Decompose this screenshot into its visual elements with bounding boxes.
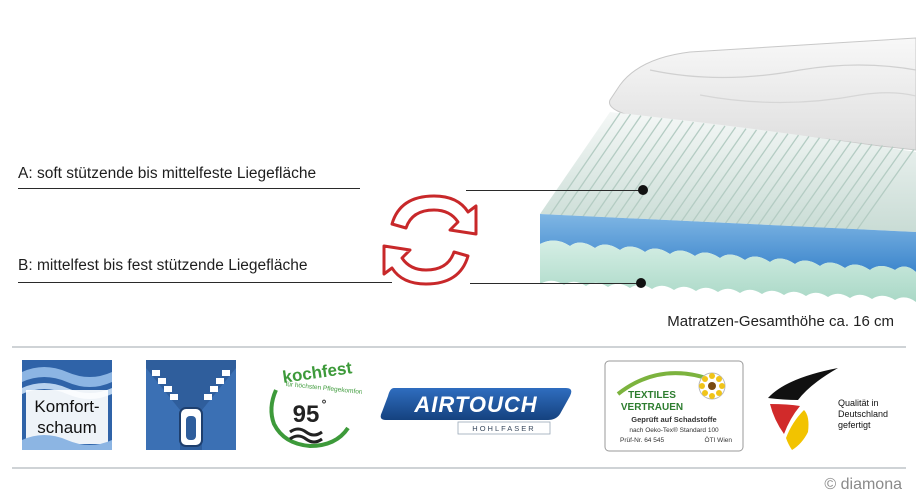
- foam-rib: [667, 126, 737, 226]
- layer-a-label: A: soft stützende bis mittelfeste Liegef…: [18, 165, 317, 182]
- foam-rib: [763, 138, 831, 234]
- foam-rib: [849, 149, 915, 241]
- oekotex-line3: Geprüft auf Schadstoffe: [631, 415, 716, 424]
- quality-line3: gefertigt: [838, 420, 871, 430]
- zipper-icon: [146, 360, 236, 450]
- layer-b-label: B: mittelfest bis fest stützende Liegefl…: [18, 257, 308, 274]
- foam-rib: [602, 119, 674, 220]
- foam-rib: [560, 113, 632, 217]
- foam-rib: [742, 136, 810, 232]
- airtouch-brand: AIRTOUCH: [413, 392, 537, 417]
- foam-rib: [731, 134, 800, 231]
- foam-rib: [709, 132, 779, 229]
- kochfest-degree: °: [322, 397, 327, 411]
- oekotex-badge: TEXTILES VERTRAUEN Geprüft auf Schadstof…: [604, 360, 744, 452]
- foam-rib: [827, 146, 894, 239]
- foam-rib: [549, 112, 621, 216]
- foam-rib: [635, 123, 705, 223]
- airtouch-sub: HOHLFASER: [472, 424, 535, 433]
- foam-rib: [581, 116, 653, 219]
- foam-rib: [699, 130, 768, 228]
- divider-top: [12, 346, 906, 348]
- quality-line2: Deutschland: [838, 409, 888, 419]
- rotate-arrows-icon: [382, 194, 478, 286]
- foam-rib: [774, 139, 842, 235]
- foam-rib: [645, 124, 716, 224]
- foam-rib: [838, 147, 905, 240]
- divider-bottom: [12, 467, 906, 469]
- foam-layer-a: [540, 214, 916, 272]
- flower-icon: [699, 373, 725, 399]
- foam-rib: [795, 142, 863, 237]
- total-height-note: Matratzen-Gesamthöhe ca. 16 cm: [667, 313, 894, 330]
- foam-rib: [784, 141, 852, 236]
- komfortschaum-badge: Komfort- schaum: [22, 360, 112, 450]
- layer-b-leader-left: [18, 282, 392, 283]
- foam-rib: [592, 117, 663, 219]
- mattress-illustration: [382, 37, 916, 302]
- airtouch-badge: AIRTOUCH HOHLFASER: [380, 360, 574, 450]
- oekotex-line5: Prüf-Nr. 64 545: [620, 437, 664, 444]
- foam-rib: [656, 125, 726, 225]
- zipper-badge: [146, 360, 236, 450]
- quality-germany-badge: Qualität in Deutschland gefertigt: [766, 360, 896, 450]
- foam-rib: [816, 145, 884, 238]
- oekotex-line4: nach Oeko-Tex® Standard 100: [629, 426, 719, 434]
- oekotex-line6: ÖTI Wien: [705, 436, 733, 444]
- german-flag-swoosh-icon: Qualität in Deutschland gefertigt: [768, 368, 888, 450]
- kochfest-badge: kochfest für höchsten Pflegekomfort 95 °: [262, 358, 363, 450]
- layer-a-leader-right: [466, 190, 642, 191]
- kochfest-temp: 95: [293, 401, 320, 428]
- quality-line1: Qualität in: [838, 398, 879, 408]
- foam-rib: [570, 115, 642, 218]
- foam-rib: [624, 121, 695, 222]
- komfort-line1: Komfort-: [34, 397, 99, 416]
- komfort-line2: schaum: [37, 418, 97, 437]
- foam-rib: [677, 128, 747, 227]
- foam-rib: [613, 120, 684, 221]
- oekotex-line1: TEXTILES: [628, 390, 676, 401]
- foam-layer-b: [540, 240, 916, 302]
- layer-b-leader-right: [470, 283, 640, 284]
- layer-b-marker: [636, 278, 646, 288]
- layer-a-leader-left: [18, 188, 360, 189]
- foam-rib: [806, 143, 873, 237]
- foam-rib: [688, 129, 758, 228]
- oekotex-line2: VERTRAUEN: [621, 402, 683, 413]
- layer-a-marker: [638, 185, 648, 195]
- foam-rib: [752, 137, 821, 233]
- foam-rib: [720, 133, 789, 230]
- kochfest-sub: für höchsten Pflegekomfort: [285, 381, 362, 396]
- copyright-notice: © diamona: [824, 476, 902, 493]
